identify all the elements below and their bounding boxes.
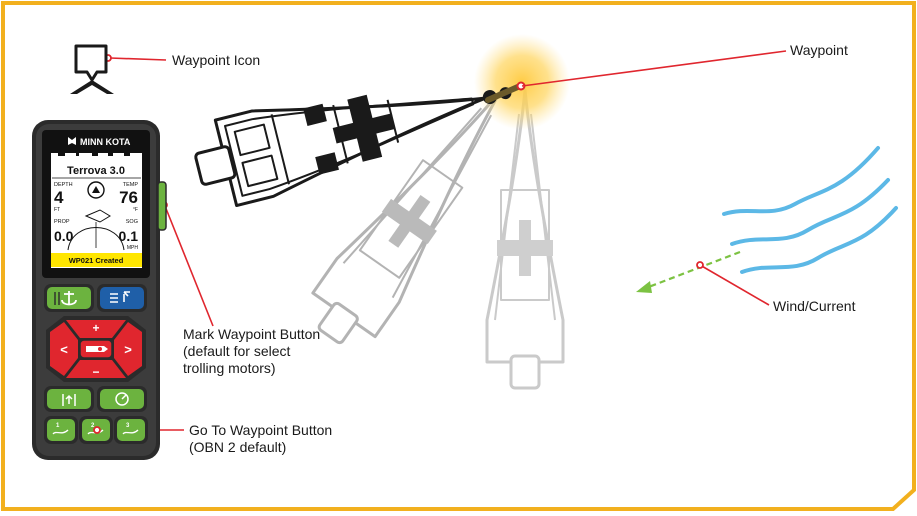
- menu-back-button[interactable]: [97, 284, 147, 312]
- label-go-to-waypoint-line-1: Go To Waypoint Button: [189, 422, 333, 438]
- cruise-button[interactable]: [97, 386, 147, 412]
- remote-control: MINN KOTA Terrova 3.0 DEPTH 4 FT TEMP 76…: [32, 120, 167, 460]
- status-message: WP021 Created: [69, 256, 124, 265]
- sog-unit: MPH: [127, 245, 139, 251]
- status-icons: [58, 152, 130, 156]
- steer-right-button[interactable]: [114, 322, 142, 376]
- obn-icon: [122, 429, 139, 435]
- label-go-to-waypoint-line-2: (OBN 2 default): [189, 439, 287, 455]
- minus-label: −: [92, 365, 99, 379]
- depth-value: 4: [54, 188, 64, 207]
- obn-1-label: 1: [56, 423, 60, 429]
- go-to-waypoint-marker: [93, 426, 101, 434]
- sog-label: SOG: [126, 219, 138, 225]
- brand-logo: [68, 137, 76, 145]
- obn-1-button[interactable]: [44, 416, 78, 444]
- heading-compass: [87, 181, 105, 199]
- left-label: <: [60, 342, 68, 357]
- cruise-icon: [115, 392, 129, 406]
- plus-label: +: [92, 321, 99, 335]
- drift-direction-arrow: [645, 250, 741, 290]
- prop-value: 0.0: [54, 228, 74, 244]
- label-waypoint-icon: Waypoint Icon: [172, 52, 261, 68]
- speed-up-button[interactable]: [66, 320, 126, 338]
- label-mark-waypoint-button: Mark Waypoint Button (default for select…: [183, 326, 383, 377]
- side-mark-waypoint-button[interactable]: [157, 181, 167, 231]
- obn-3-label: 3: [126, 423, 130, 429]
- status-bar: [51, 253, 142, 267]
- depth-unit: FT: [54, 207, 60, 213]
- boat-ghost-1: [311, 90, 502, 345]
- menu-back-icon: [110, 291, 130, 303]
- label-go-to-waypoint-button: Go To Waypoint Button (OBN 2 default): [189, 422, 389, 456]
- label-mark-waypoint-line-1: Mark Waypoint Button: [183, 326, 321, 342]
- boat-ghost-2: [485, 88, 565, 390]
- label-wind-current: Wind/Current: [773, 298, 856, 314]
- waypoint-marker-icon: [70, 44, 114, 94]
- obn-2-label: 2: [91, 423, 95, 429]
- gps-icon: [92, 152, 98, 156]
- label-mark-waypoint-line-3: trolling motors): [183, 360, 276, 376]
- sog-value: 0.1: [119, 228, 139, 244]
- heading-lock-icon: [62, 394, 76, 406]
- temp-value: 76: [119, 188, 138, 207]
- label-waypoint: Waypoint: [790, 42, 848, 58]
- temp-label: TEMP: [123, 182, 139, 188]
- anchor-icon: [61, 291, 77, 306]
- anchor-button[interactable]: [44, 284, 94, 312]
- directional-pad: [46, 316, 146, 382]
- remote-screen: [51, 153, 142, 268]
- drift-arrowhead: [636, 281, 652, 293]
- obn-3-button[interactable]: [114, 416, 148, 444]
- motor-icon: [86, 346, 108, 352]
- label-mark-waypoint-line-2: (default for select: [183, 343, 291, 359]
- speed-down-button[interactable]: [66, 360, 126, 378]
- steer-left-button[interactable]: [50, 322, 78, 376]
- temp-unit: °F: [133, 207, 138, 213]
- obn-icon: [52, 429, 69, 435]
- prop-label: PROP: [54, 219, 70, 225]
- brand-name: MINN KOTA: [80, 137, 131, 147]
- screen-model: Terrova 3.0: [67, 165, 125, 177]
- heading-lock-button[interactable]: [44, 386, 94, 412]
- right-label: >: [124, 342, 132, 357]
- wind-current-waves: [722, 146, 898, 274]
- trolling-motor-shaft: [485, 83, 523, 103]
- depth-label: DEPTH: [54, 182, 73, 188]
- boat-current: [194, 87, 512, 208]
- battery-icon: [58, 152, 65, 156]
